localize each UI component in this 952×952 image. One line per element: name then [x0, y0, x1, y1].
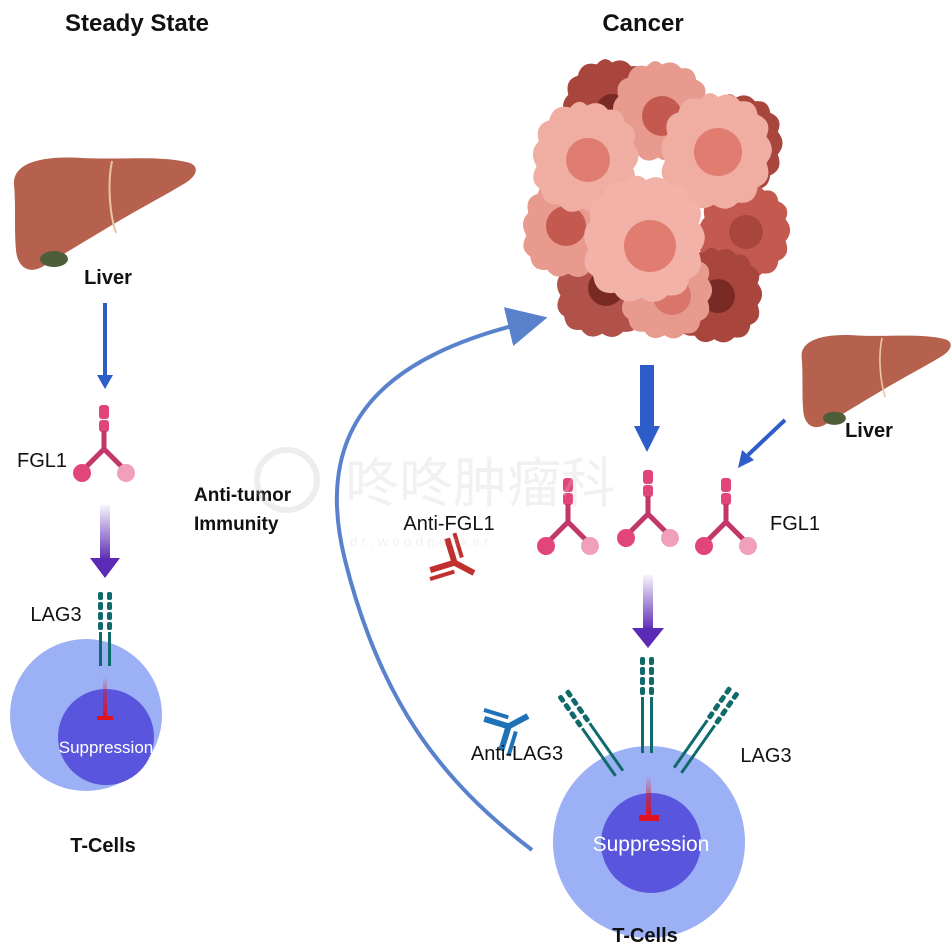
cancer-liver-icon	[800, 334, 952, 428]
steady-state-liver-icon	[12, 156, 197, 271]
cancer-lag3-receptor-left	[557, 688, 625, 777]
watermark-text: 咚咚肿瘤科	[345, 454, 615, 514]
anti-tumor-immunity-curve	[334, 307, 548, 852]
cancer-suppression-label: Suppression	[593, 833, 710, 856]
steady-state-inhibition-mark	[97, 676, 113, 720]
tumor-cluster	[523, 59, 791, 343]
cancer-inhibition-mark	[639, 775, 659, 821]
anti-tumor-immunity-label-line2: Immunity	[194, 514, 279, 535]
cancer-binding-arrow	[632, 575, 664, 648]
cancer-title: Cancer	[602, 10, 683, 37]
cancer-lag3-receptor-right	[672, 685, 740, 774]
cancer-t-cells-label: T-Cells	[612, 925, 678, 947]
steady-state-fgl1-ligand	[73, 405, 135, 482]
anti-tumor-immunity-label-line1: Anti-tumor	[194, 485, 292, 506]
steady-state-binding-arrow	[90, 505, 120, 578]
cancer-lag3-label: LAG3	[740, 745, 791, 767]
steady-state-suppression-label: Suppression	[59, 738, 154, 757]
steady-state-t-cells-label: T-Cells	[70, 835, 136, 857]
steady-state-t-cell	[10, 639, 162, 791]
cancer-fgl1-ligand-right	[695, 478, 757, 555]
cancer-lag3-receptor-center	[640, 657, 654, 753]
cancer-t-cell	[553, 746, 745, 938]
anti-lag3-label: Anti-LAG3	[471, 743, 563, 765]
cancer-liver-label: Liver	[845, 420, 893, 442]
steady-state-fgl1-label: FGL1	[17, 450, 67, 472]
watermark-subtext: d r . w o o d p e c k e r	[350, 533, 489, 549]
steady-state-liver-label: Liver	[84, 267, 132, 289]
steady-state-lag3-label: LAG3	[30, 604, 81, 626]
anti-fgl1-label: Anti-FGL1	[403, 513, 494, 535]
cancer-liver-arrow	[738, 418, 787, 468]
watermark: 咚咚肿瘤科 d r . w o o d p e c k e r	[254, 447, 615, 549]
cancer-fgl1-label: FGL1	[770, 513, 820, 535]
steady-state-title: Steady State	[65, 10, 209, 37]
cancer-fgl1-ligand-center	[617, 470, 679, 547]
tumor-secretion-arrow	[634, 365, 660, 452]
steady-state-liver-arrow	[97, 303, 113, 389]
